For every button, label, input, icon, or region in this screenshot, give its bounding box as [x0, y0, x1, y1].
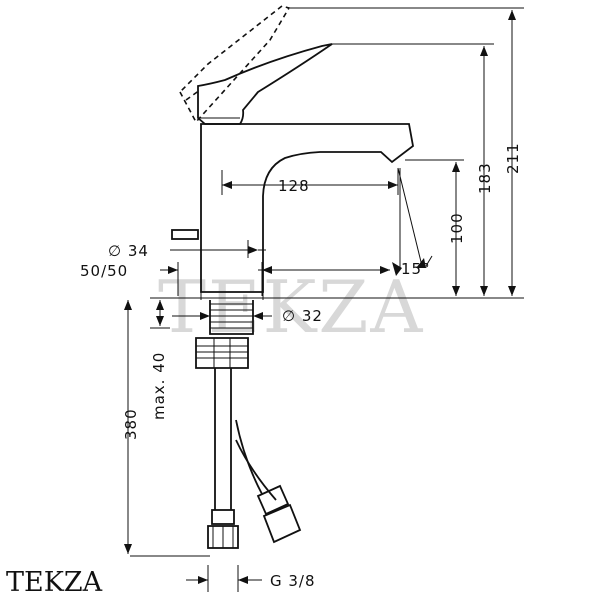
faucet-body — [200, 123, 414, 300]
supply-hoses — [207, 368, 302, 549]
dim-connection: G 3/8 — [270, 572, 316, 590]
dim-max-thickness: max. 40 — [150, 352, 168, 420]
popup-rod — [171, 229, 199, 240]
dim-overall-height: 211 — [504, 142, 522, 174]
dim-spout-height: 100 — [448, 212, 466, 244]
brand-logo-text: TEKZA — [6, 567, 103, 598]
dim-diameter-34: ∅ 34 — [108, 242, 149, 260]
dim-reach: 128 — [278, 177, 310, 195]
watermark-text: TEKZA — [158, 265, 424, 349]
lever-raised-dashed — [179, 5, 291, 124]
dim-ratio: 50/50 — [80, 262, 128, 280]
dim-diameter-32: ∅ 32 — [282, 307, 323, 325]
dim-hose-length: 380 — [122, 408, 140, 440]
dimension-lines — [124, 7, 524, 592]
threaded-shank — [195, 300, 254, 369]
dim-angle: 15° — [401, 260, 431, 278]
dim-lever-height: 183 — [476, 162, 494, 194]
